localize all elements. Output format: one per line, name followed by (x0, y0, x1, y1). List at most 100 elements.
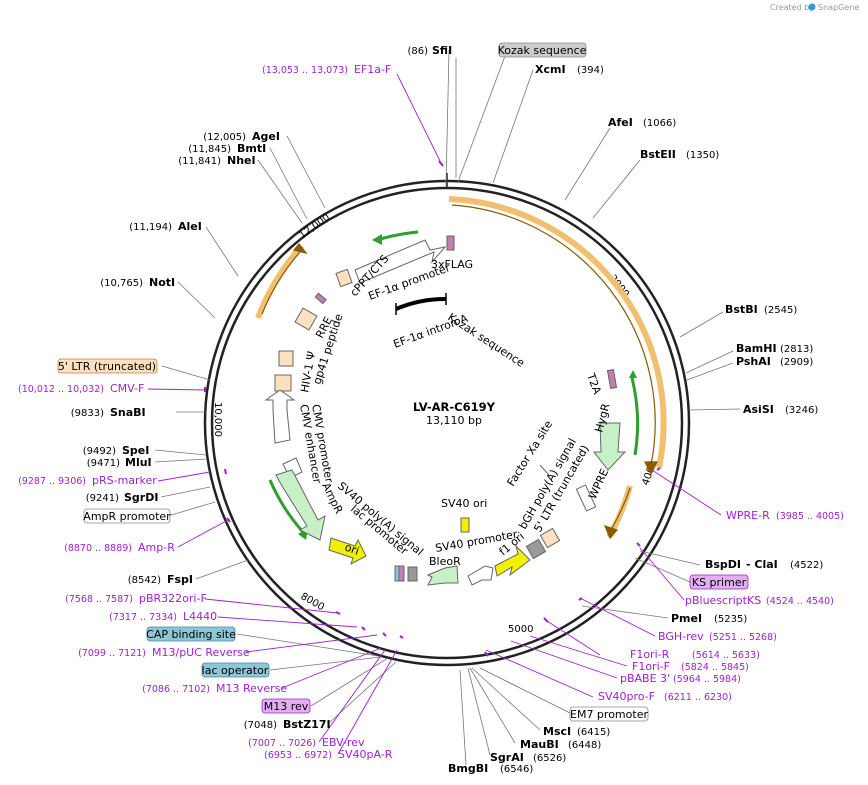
box-em7-promoter[interactable]: EM7 promoter (569, 706, 648, 722)
svg-text:SV40pro-F: SV40pro-F (598, 690, 655, 703)
site-mlui[interactable]: (9471) MluI (87, 456, 152, 469)
flag-box (446, 235, 455, 251)
svg-text:CMV-F: CMV-F (110, 382, 144, 395)
svg-text:MluI: MluI (125, 456, 152, 469)
site-sgrdi[interactable]: (9241) SgrDI (86, 491, 159, 504)
site-bmti[interactable]: (11,845) BmtI (188, 142, 266, 155)
svg-text:AleI: AleI (178, 220, 202, 233)
primer-f1ori-f[interactable]: F1ori-F (5824 .. 5845) (632, 660, 749, 673)
site-afei[interactable]: AfeI (1066) (608, 116, 676, 129)
box-5ltr-truncated[interactable]: 5' LTR (truncated) (57, 358, 158, 374)
f1-ori-arrow (494, 544, 531, 577)
primer-sv40pro-f[interactable]: SV40pro-F (6211 .. 6230) (598, 690, 732, 703)
site-bamhi[interactable]: BamHI (2813) (736, 342, 813, 355)
svg-text:lac operator: lac operator (202, 664, 269, 677)
box-kozak-sequence[interactable]: Kozak sequence (498, 42, 587, 58)
primer-amp-r[interactable]: (8870 .. 8889) Amp-R (64, 541, 175, 554)
box-ampr-promoter[interactable]: AmpR promoter (83, 508, 171, 524)
primer-wpre-r[interactable]: WPRE-R (3985 .. 4005) (726, 509, 844, 522)
primer-pbabe-3[interactable]: pBABE 3' (5964 .. 5984) (620, 672, 741, 685)
svg-text:(4522): (4522) (790, 560, 823, 571)
restriction-sites: (86) SfiI XcmI (394) AfeI (1066) BstEII … (71, 44, 824, 775)
site-bspdi-clai[interactable]: BspDI - ClaI (4522) (705, 558, 823, 571)
svg-text:(5614 .. 5633): (5614 .. 5633) (692, 650, 760, 661)
svg-text:(9287 .. 9306): (9287 .. 9306) (18, 476, 86, 487)
primer-cmv-f[interactable]: (10,012 .. 10,032) CMV-F (18, 382, 144, 395)
svg-text:BstEII: BstEII (640, 148, 676, 161)
site-bstbi[interactable]: BstBI (2545) (725, 303, 797, 316)
svg-text:(7568 .. 7587): (7568 .. 7587) (65, 594, 133, 605)
svg-text:(10,765): (10,765) (100, 278, 143, 289)
primer-pbluescriptks[interactable]: pBluescriptKS (4524 .. 4540) (685, 594, 834, 607)
t2a-box (606, 369, 618, 389)
ef1a-promoter-arrow (354, 239, 447, 284)
svg-text:5' LTR (truncated): 5' LTR (truncated) (58, 360, 156, 373)
rre-box (294, 307, 318, 331)
svg-text:(7099 .. 7121): (7099 .. 7121) (78, 648, 146, 659)
primer-bgh-rev[interactable]: BGH-rev (5251 .. 5268) (658, 630, 777, 643)
box-cap-binding-site[interactable]: CAP binding site (146, 626, 236, 642)
site-bmgbi[interactable]: BmgBI (6546) (448, 762, 533, 775)
svg-text:(6526): (6526) (533, 753, 566, 764)
svg-text:KS primer: KS primer (692, 576, 747, 589)
site-nhei[interactable]: (11,841) NheI (178, 154, 255, 167)
primer-ebv-rev[interactable]: (7007 .. 7026) EBV-rev (248, 736, 365, 749)
site-pshai[interactable]: PshAI (2909) (736, 355, 813, 368)
site-snabi[interactable]: (9833) SnaBI (71, 406, 146, 419)
site-sfii[interactable]: (86) SfiI (407, 44, 452, 57)
svg-text:(2909): (2909) (780, 357, 813, 368)
primer-sv40pa-r[interactable]: (6953 .. 6972) SV40pA-R (264, 748, 393, 761)
label-sv40-ori: SV40 ori (441, 497, 487, 510)
cppt-box (335, 268, 353, 288)
site-alei[interactable]: (11,194) AleI (129, 220, 202, 233)
site-noti[interactable]: (10,765) NotI (100, 276, 175, 289)
svg-text:BamHI: BamHI (736, 342, 777, 355)
site-sgrai[interactable]: SgrAI (6526) (490, 751, 566, 764)
hygr-arrow (592, 422, 627, 471)
site-spei[interactable]: (9492) SpeI (83, 444, 150, 457)
site-agei[interactable]: (12,005) AgeI (203, 130, 280, 143)
svg-text:(6415): (6415) (577, 727, 610, 738)
label-3xflag: 3xFLAG (431, 258, 473, 271)
site-bsteii[interactable]: BstEII (1350) (640, 148, 719, 161)
svg-text:SnaBI: SnaBI (110, 406, 146, 419)
svg-text:M13/pUC Reverse: M13/pUC Reverse (152, 646, 250, 659)
svg-text:SfiI: SfiI (432, 44, 452, 57)
tick-12000: 12,000 (297, 212, 332, 241)
primer-f1ori-r[interactable]: F1ori-R (5614 .. 5633) (630, 648, 760, 661)
box-lac-operator[interactable]: lac operator (201, 662, 270, 678)
site-xcmi[interactable]: XcmI (394) (535, 63, 604, 76)
svg-text:(3985 .. 4005): (3985 .. 4005) (776, 511, 844, 522)
site-fspi[interactable]: (8542) FspI (128, 573, 193, 586)
svg-text:Amp-R: Amp-R (138, 541, 175, 554)
primer-pbr322ori-f[interactable]: (7568 .. 7587) pBR322ori-F (65, 592, 207, 605)
primer-ef1a-f[interactable]: (13,053 .. 13,073) EF1a-F (262, 63, 391, 76)
svg-text:(5251 .. 5268): (5251 .. 5268) (709, 632, 777, 643)
site-msci[interactable]: MscI (6415) (543, 725, 610, 738)
primer-m13-puc-reverse[interactable]: (7099 .. 7121) M13/pUC Reverse (78, 646, 250, 659)
svg-text:(2813): (2813) (780, 344, 813, 355)
label-bleor: BleoR (429, 555, 461, 568)
primer-l4440[interactable]: (7317 .. 7334) L4440 (109, 610, 217, 623)
svg-text:PmeI: PmeI (671, 612, 702, 625)
sv40-ori-box (460, 517, 470, 533)
site-maubi[interactable]: MauBI (6448) (520, 738, 601, 751)
svg-text:(9471): (9471) (87, 458, 120, 469)
primer-m13-reverse[interactable]: (7086 .. 7102) M13 Reverse (142, 682, 287, 695)
label-t2a: T2A (584, 371, 604, 397)
svg-text:WPRE-R: WPRE-R (726, 509, 770, 522)
svg-text:EM7 promoter: EM7 promoter (570, 708, 648, 721)
svg-text:(11,845): (11,845) (188, 144, 231, 155)
site-bstz17i[interactable]: (7048) BstZ17I (244, 718, 331, 731)
label-ori: ori (343, 541, 361, 558)
svg-text:Kozak sequence: Kozak sequence (498, 44, 587, 57)
site-asisi[interactable]: AsiSI (3246) (743, 403, 818, 416)
svg-text:BmgBI: BmgBI (448, 762, 488, 775)
primer-prs-marker[interactable]: (9287 .. 9306) pRS-marker (18, 474, 157, 487)
svg-text:PshAI: PshAI (736, 355, 771, 368)
svg-text:NotI: NotI (149, 276, 175, 289)
site-pmei[interactable]: PmeI (5235) (671, 612, 747, 625)
box-ks-primer[interactable]: KS primer (689, 574, 749, 590)
box-m13-rev[interactable]: M13 rev (261, 698, 311, 714)
svg-text:(13,053 .. 13,073): (13,053 .. 13,073) (262, 65, 348, 76)
